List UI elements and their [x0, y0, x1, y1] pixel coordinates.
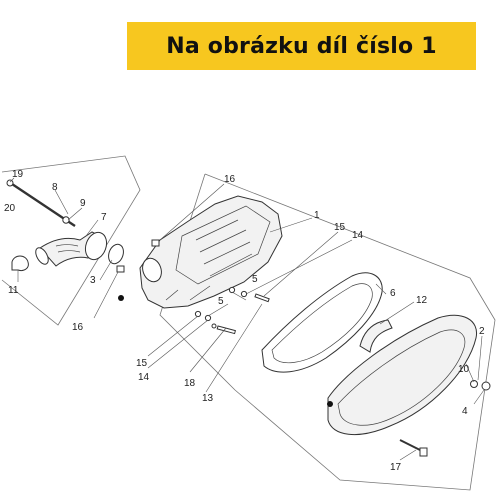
rod-end-screw — [6, 179, 14, 187]
callout-16-bottom: 16 — [72, 322, 84, 333]
callout-2: 2 — [479, 326, 485, 337]
callout-labels: 19 8 20 9 7 3 11 16 16 1 15 14 5 5 6 12 … — [4, 169, 485, 473]
callout-13: 13 — [202, 393, 214, 404]
callout-5-bottom: 5 — [218, 296, 224, 307]
callout-11: 11 — [8, 285, 19, 296]
callout-1: 1 — [314, 210, 320, 221]
callout-20: 20 — [4, 203, 16, 214]
callout-18: 18 — [184, 378, 196, 389]
breather-tube-part — [359, 319, 393, 353]
callout-14-bottom: 14 — [138, 372, 150, 383]
washer-part-4 — [481, 381, 491, 391]
nut-part-bottom — [116, 265, 125, 273]
callout-9: 9 — [80, 198, 86, 209]
screw-part-10 — [470, 380, 478, 388]
callout-5-top: 5 — [252, 274, 258, 285]
callout-19: 19 — [12, 169, 24, 180]
screw-set-lower — [194, 310, 236, 335]
bolt-part-17 — [399, 439, 428, 457]
hose-clamp-part — [11, 255, 29, 271]
clamp-part-large — [84, 231, 108, 261]
callout-12: 12 — [416, 295, 428, 306]
air-box-cover-part — [327, 314, 478, 436]
nut-part-top — [151, 239, 160, 247]
part-number-banner: Na obrázku díl číslo 1 — [127, 22, 476, 70]
callout-8: 8 — [52, 182, 58, 193]
air-box-housing — [139, 195, 283, 309]
group-frame-left — [1, 155, 141, 326]
callout-16-top: 16 — [224, 174, 236, 185]
callout-15-bottom: 15 — [136, 358, 148, 369]
callout-17: 17 — [390, 462, 402, 473]
reference-dot-right — [327, 401, 333, 407]
reference-dot-left — [118, 295, 124, 301]
callout-14-top: 14 — [352, 230, 364, 241]
callout-6: 6 — [390, 288, 396, 299]
screw-set-upper — [228, 286, 270, 303]
callout-15-top: 15 — [334, 222, 346, 233]
callout-10: 10 — [458, 364, 470, 375]
callout-7: 7 — [101, 212, 107, 223]
callout-4: 4 — [462, 406, 468, 417]
leader-lines — [9, 177, 485, 461]
ring-part — [62, 216, 70, 224]
banner-title: Na obrázku díl číslo 1 — [166, 33, 437, 59]
filter-gasket-part — [261, 272, 383, 373]
clamp-part-small — [108, 243, 124, 265]
group-frame-right — [159, 173, 496, 491]
callout-3: 3 — [90, 275, 96, 286]
